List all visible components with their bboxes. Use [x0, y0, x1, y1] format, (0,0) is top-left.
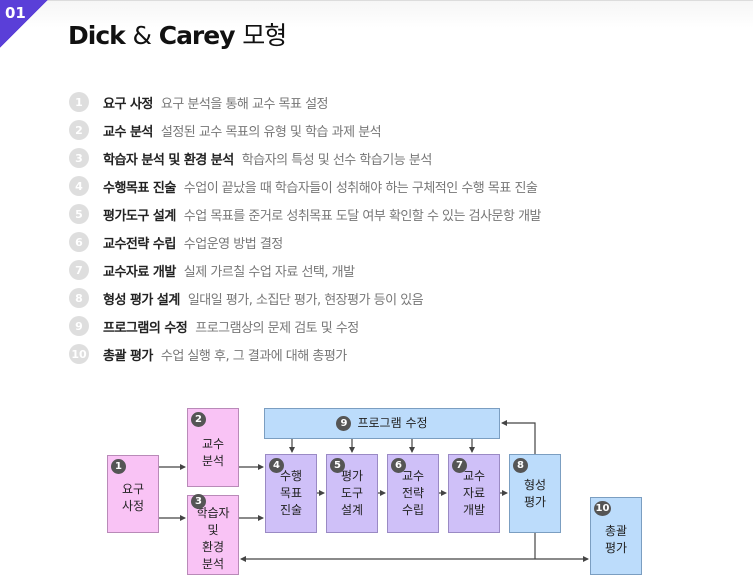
box-performance-objectives: 4 수행 목표 진술	[265, 454, 317, 533]
step-number-icon: 8	[69, 288, 89, 308]
box-label: 형성 평가	[523, 477, 547, 509]
step-title: 총괄 평가	[103, 348, 153, 364]
step-number-icon: 6	[69, 232, 89, 252]
step-number-icon: 4	[69, 176, 89, 196]
box-revise-program: 9 프로그램 수정	[264, 408, 500, 439]
box-formative-evaluation: 8 형성 평가	[509, 454, 561, 533]
step-desc: 수업이 끝났을 때 학습자들이 성취해야 하는 구체적인 수행 목표 진술	[183, 180, 538, 196]
box-label: 교수 전략 수립	[401, 469, 425, 517]
box-instructional-analysis: 2 교수 분석	[187, 408, 239, 487]
number-badge-icon: 7	[452, 458, 467, 473]
number-badge-icon: 8	[513, 458, 528, 473]
step-number-icon: 5	[69, 204, 89, 224]
step-number-icon: 1	[69, 92, 89, 112]
list-item: 5 평가도구 설계 수업 목표를 준거로 성취목표 도달 여부 확인할 수 있는 검…	[69, 200, 542, 228]
list-item: 7 교수자료 개발 실제 가르칠 수업 자료 선택, 개발	[69, 256, 541, 284]
number-badge-icon: 5	[330, 458, 345, 473]
box-label: 교수 분석	[201, 436, 225, 468]
header-band	[0, 0, 753, 28]
step-desc: 실제 가르칠 수업 자료 선택, 개발	[183, 264, 355, 280]
step-desc: 학습자의 특성 및 선수 학습기능 분석	[241, 152, 433, 168]
box-label: 총괄 평가	[604, 524, 628, 555]
box-assessment-design: 5 평가 도구 설계	[326, 454, 378, 533]
box-label: 요구 사정	[121, 482, 145, 513]
list-item: 1 요구 사정 요구 분석을 통해 교수 목표 설정	[69, 88, 541, 116]
list-item: 9 프로그램의 수정 프로그램상의 문제 검토 및 수정	[69, 312, 541, 340]
title-dick: Dick	[68, 21, 126, 50]
step-desc: 요구 분석을 통해 교수 목표 설정	[160, 96, 329, 112]
step-title: 교수자료 개발	[103, 264, 176, 280]
list-item: 3 학습자 분석 및 환경 분석 학습자의 특성 및 선수 학습기능 분석	[69, 144, 541, 172]
step-title: 프로그램의 수정	[103, 320, 188, 336]
list-item: 2 교수 분석 설정된 교수 목표의 유형 및 학습 과제 분석	[69, 116, 541, 144]
box-label: 평가 도구 설계	[340, 469, 364, 517]
step-number-icon: 9	[69, 316, 89, 336]
list-item: 10 총괄 평가 수업 실행 후, 그 결과에 대해 총평가	[69, 340, 541, 368]
list-item: 8 형성 평가 설계 일대일 평가, 소집단 평가, 현장평가 등이 있음	[69, 284, 541, 312]
number-badge-icon: 9	[336, 416, 352, 431]
number-badge-icon: 1	[111, 459, 126, 474]
step-title: 교수전략 수립	[103, 236, 176, 252]
box-instructional-strategy: 6 교수 전략 수립	[387, 454, 439, 533]
step-number-icon: 2	[69, 120, 89, 140]
step-title: 형성 평가 설계	[103, 292, 180, 308]
step-title: 수행목표 진술	[103, 180, 176, 196]
step-list: 1 요구 사정 요구 분석을 통해 교수 목표 설정 2 교수 분석 설정된 교수 목표…	[69, 88, 542, 368]
title-suffix: 모형	[242, 21, 287, 50]
section-number: 01	[5, 4, 26, 22]
number-badge-icon: 3	[191, 494, 206, 509]
box-label: 수행 목표 진술	[279, 469, 303, 517]
box-label: 프로그램 수정	[357, 416, 428, 430]
step-number-icon: 3	[69, 148, 89, 168]
title-carey: Carey	[158, 21, 236, 50]
box-learner-context-analysis: 3 학습자 및 환경 분석	[187, 494, 239, 575]
step-desc: 일대일 평가, 소집단 평가, 현장평가 등이 있음	[187, 292, 424, 308]
step-desc: 수업 목표를 준거로 성취목표 도달 여부 확인할 수 있는 검사문항 개발	[183, 208, 542, 224]
list-item: 4 수행목표 진술 수업이 끝났을 때 학습자들이 성취해야 하는 구체적인 수행 …	[69, 172, 541, 200]
step-number-icon: 10	[69, 344, 89, 364]
number-badge-icon: 2	[191, 412, 206, 427]
box-label: 학습자 및 환경 분석	[196, 506, 230, 571]
step-desc: 수업 실행 후, 그 결과에 대해 총평가	[160, 348, 347, 364]
number-badge-icon: 4	[269, 458, 284, 473]
box-needs-assessment: 1 요구 사정	[107, 455, 159, 533]
number-badge-icon: 6	[391, 458, 406, 473]
step-desc: 설정된 교수 목표의 유형 및 학습 과제 분석	[160, 124, 382, 140]
box-label: 교수 자료 개발	[462, 469, 486, 517]
step-number-icon: 7	[69, 260, 89, 280]
step-desc: 수업운영 방법 결정	[183, 236, 283, 252]
list-item: 6 교수전략 수립 수업운영 방법 결정	[69, 228, 541, 256]
number-badge-icon: 10	[594, 501, 611, 516]
title-amp: &	[132, 21, 152, 50]
box-instructional-materials: 7 교수 자료 개발	[448, 454, 500, 533]
step-title: 요구 사정	[103, 96, 153, 112]
step-desc: 프로그램상의 문제 검토 및 수정	[195, 320, 359, 336]
step-title: 학습자 분석 및 환경 분석	[103, 152, 234, 168]
step-title: 교수 분석	[103, 124, 153, 140]
step-title: 평가도구 설계	[103, 208, 176, 224]
page-title: Dick & Carey 모형	[68, 16, 287, 52]
section-badge: 01	[0, 0, 48, 48]
box-summative-evaluation: 10 총괄 평가	[590, 497, 642, 575]
